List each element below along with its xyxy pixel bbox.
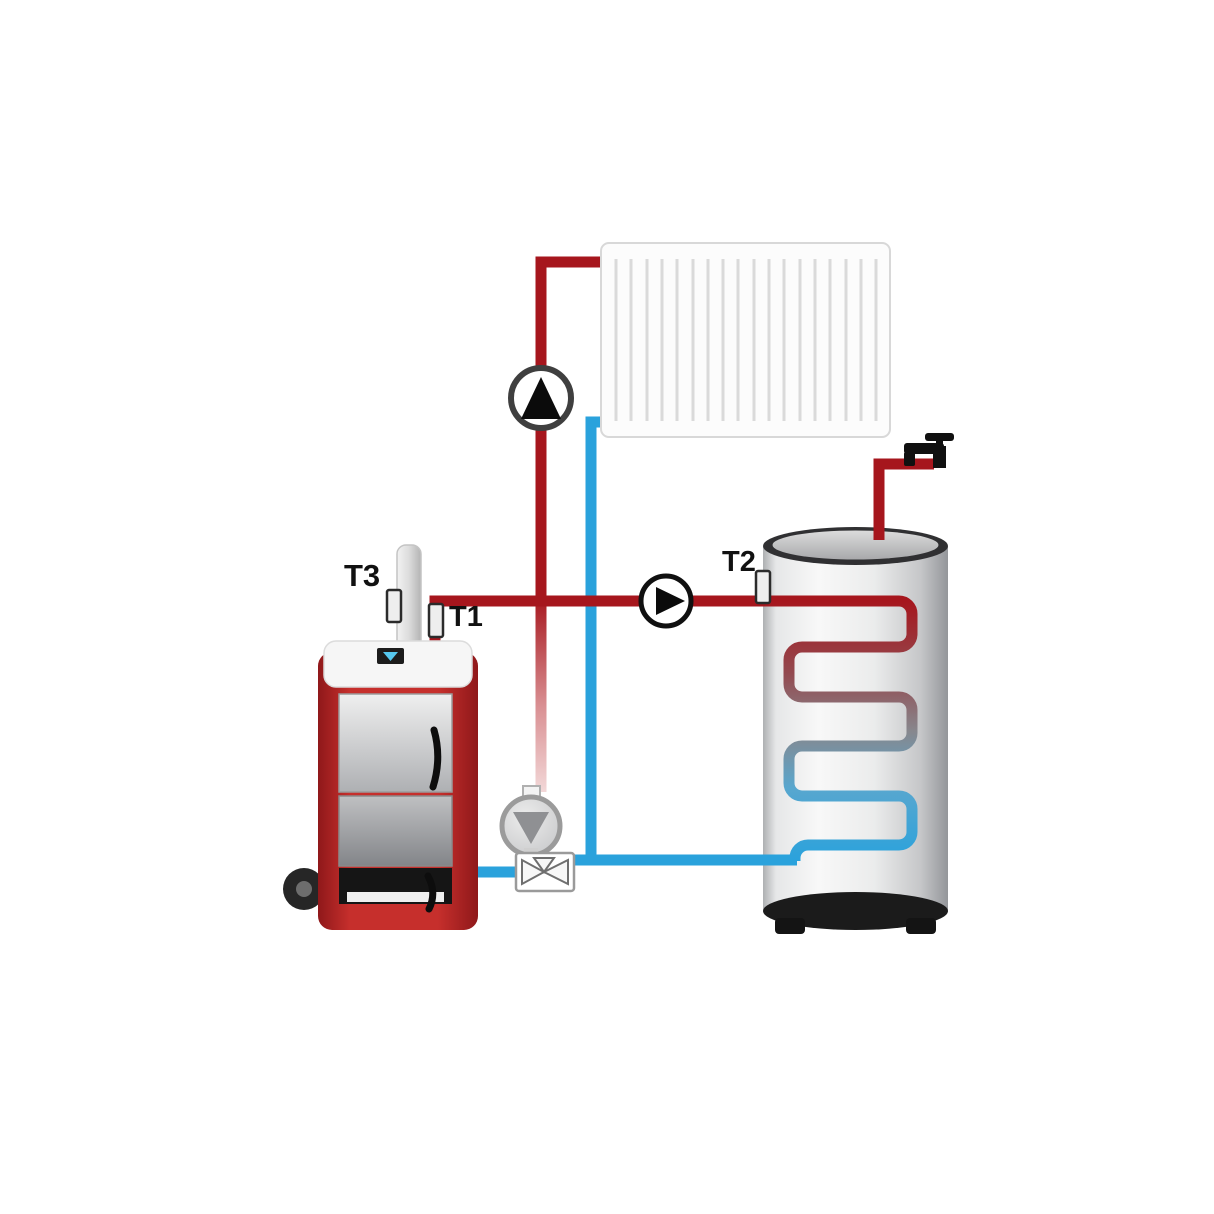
storage-tank: [763, 527, 948, 934]
boiler-lower-door: [338, 795, 453, 867]
radiator-pump-icon: [508, 365, 574, 431]
boiler-ash-handle: [424, 872, 437, 913]
sensor-t3-label: T3: [344, 558, 381, 593]
tank-foot-right: [906, 918, 936, 934]
radiator: [600, 242, 891, 438]
sensor-t3-icon: [385, 588, 403, 624]
mixing-pump-triangle-icon: [513, 812, 549, 844]
cold-return-pipes: [471, 416, 797, 878]
sensor-t1-icon: [427, 602, 445, 639]
sensor-t2-icon: [754, 569, 772, 605]
faucet-icon: [904, 433, 954, 468]
boiler: [283, 544, 478, 930]
tank-foot-left: [775, 918, 805, 934]
charging-pump-icon: [638, 573, 694, 629]
mixing-valve-assembly: [499, 785, 576, 893]
sensor-t1-label: T1: [449, 601, 483, 633]
radiator-fins: [614, 259, 878, 421]
tank-coil-heat-exchanger: [763, 595, 918, 861]
boiler-door-handle: [429, 726, 442, 791]
sensor-t2-label: T2: [722, 546, 756, 578]
boiler-display-arrow-icon: [383, 652, 398, 661]
